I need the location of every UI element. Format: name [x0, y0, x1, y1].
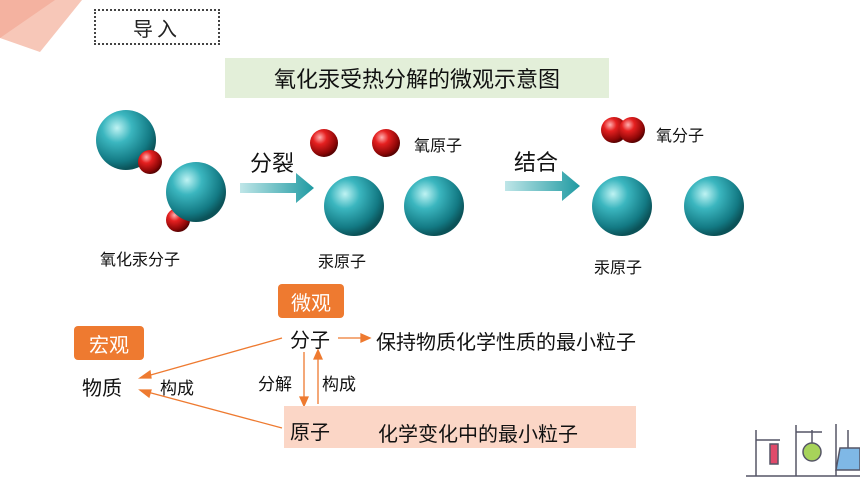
- combine-label: 结合: [514, 151, 559, 176]
- diagram-title: 氧化汞受热分解的微观示意图: [225, 58, 609, 98]
- hgo-molecule-label: 氧化汞分子: [100, 250, 181, 269]
- hg-atom: [684, 176, 744, 236]
- hg-atom: [404, 176, 464, 236]
- corner-decoration: [0, 0, 82, 52]
- molecule-description: 保持物质化学性质的最小粒子: [376, 330, 636, 354]
- hg-atom: [324, 176, 384, 236]
- o-atom: [310, 129, 338, 157]
- substance-label: 物质: [82, 376, 122, 400]
- micro-tag: 微观: [278, 284, 344, 318]
- section-label: 导入: [94, 9, 220, 45]
- atom-label: 原子: [290, 420, 330, 444]
- o-atom: [138, 150, 162, 174]
- line-molecule-substance: [139, 337, 283, 379]
- o-atom: [372, 129, 400, 157]
- lab-apparatus-icon: [746, 424, 860, 477]
- o-atom: [619, 117, 645, 143]
- atom-description: 化学变化中的最小粒子: [378, 422, 578, 446]
- hg-atom-label-1: 汞原子: [318, 252, 367, 271]
- molecule-label: 分子: [290, 328, 330, 352]
- decompose-label: 分解: [258, 375, 292, 395]
- hg-atom-label-2: 汞原子: [594, 258, 643, 277]
- o2-molecule-label: 氧分子: [656, 126, 705, 145]
- o-atom-label: 氧原子: [414, 136, 463, 155]
- hg-atom: [592, 176, 652, 236]
- compose-label-1: 构成: [160, 379, 194, 399]
- o-atom: [601, 117, 627, 143]
- atom-highlight: [284, 406, 636, 448]
- hg-atom: [166, 162, 226, 222]
- macro-tag: 宏观: [74, 326, 144, 360]
- combine-arrow: [505, 171, 580, 201]
- line-atom-substance: [139, 389, 283, 429]
- split-arrow: [240, 173, 314, 203]
- split-label: 分裂: [250, 152, 295, 177]
- compose-label-2: 构成: [322, 375, 356, 395]
